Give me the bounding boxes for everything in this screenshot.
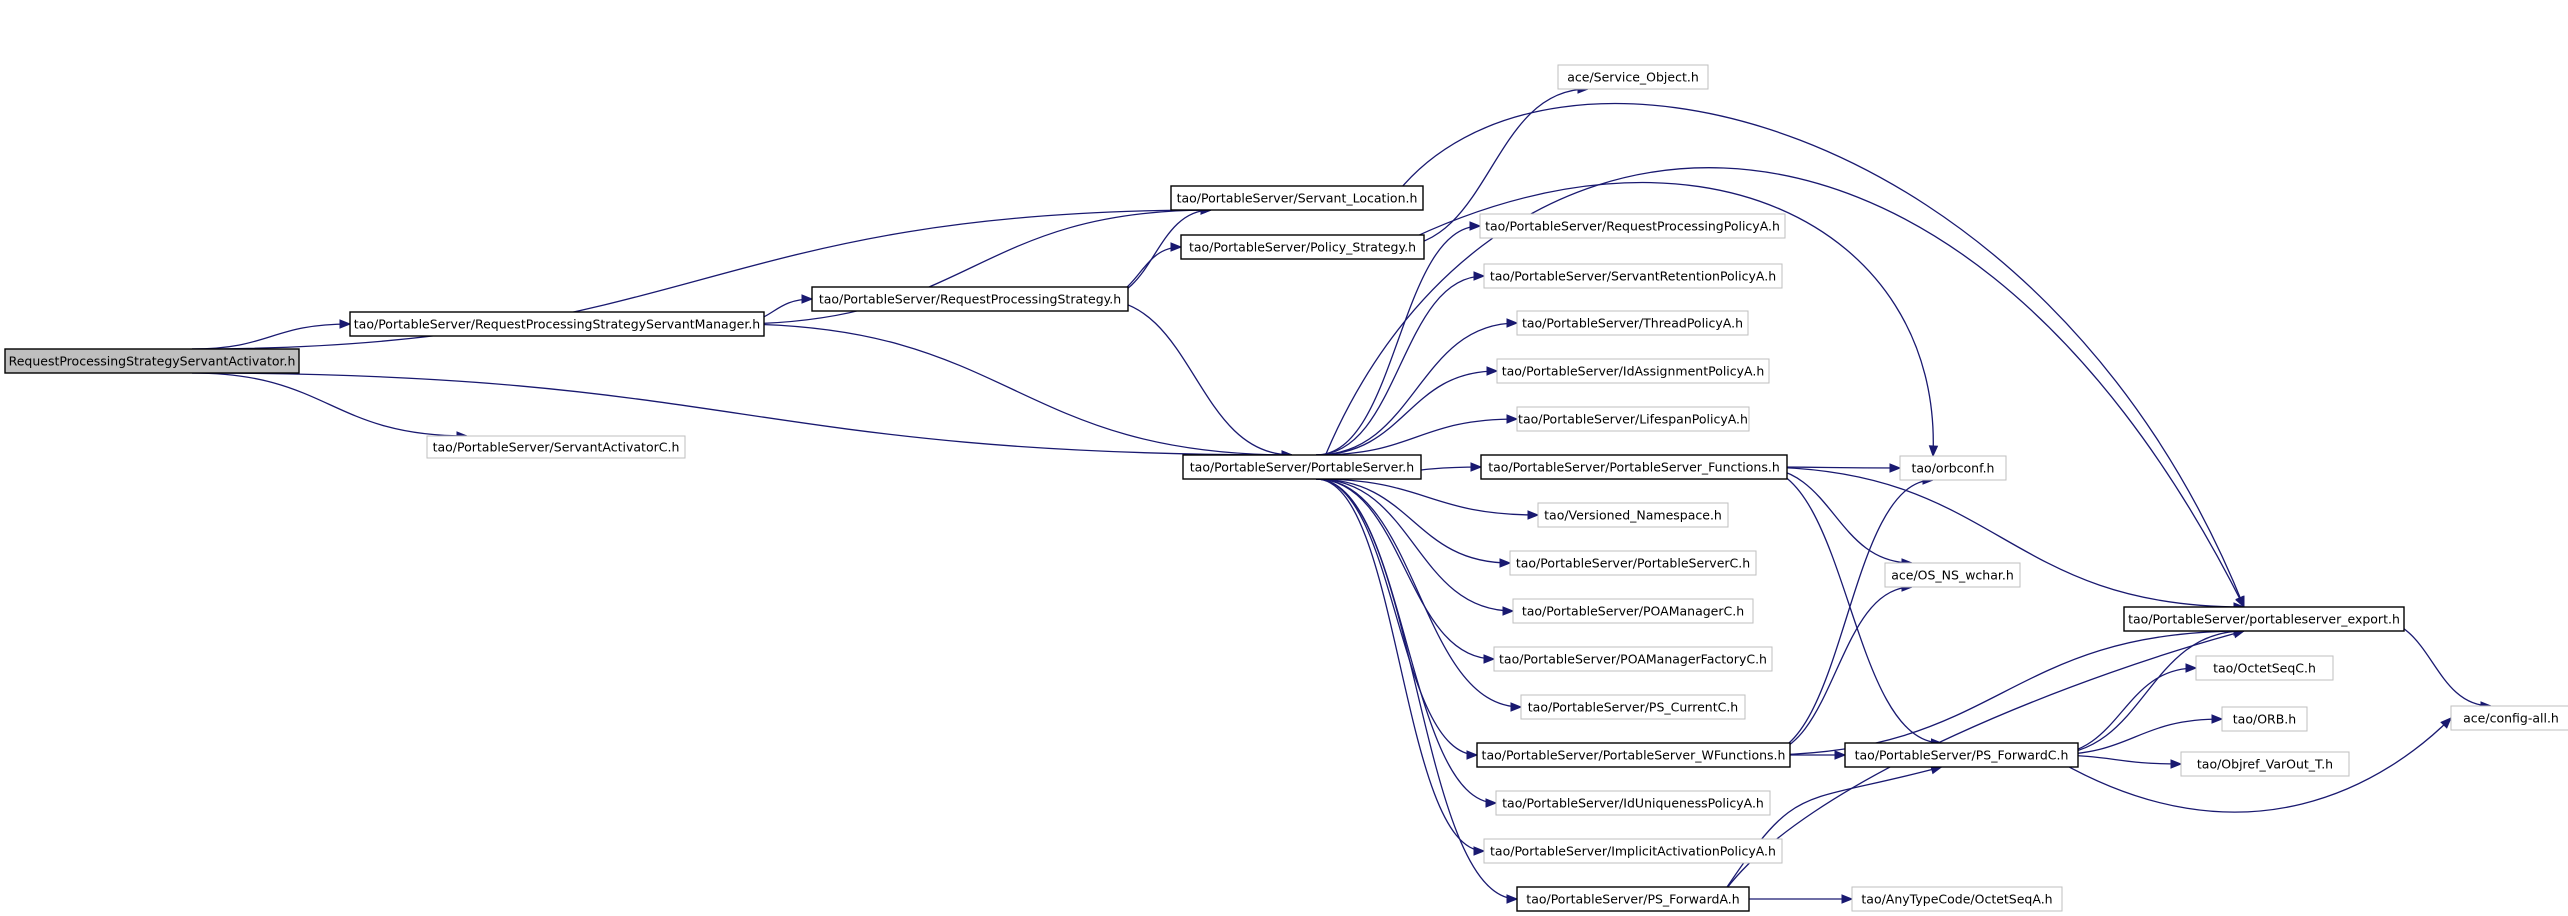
edge-pswf-to-orbconf	[1759, 475, 1935, 756]
node-label-orb: tao/ORB.h	[2233, 712, 2296, 727]
node-psm[interactable]: tao/PortableServer/RequestProcessingStra…	[349, 311, 765, 337]
edge-ps-to-iactp	[1315, 478, 1486, 856]
node-label-pse: tao/PortableServer/portableserver_export…	[2128, 612, 2400, 627]
node-pswf[interactable]: tao/PortableServer/PortableServer_WFunct…	[1476, 742, 1791, 768]
edge-ps-to-vns	[1315, 478, 1540, 520]
node-label-psc: tao/PortableServer/PortableServerC.h	[1516, 556, 1750, 571]
node-pmfc[interactable]: tao/PortableServer/POAManagerFactoryC.h	[1493, 646, 1773, 672]
edge-ps-to-pmfc	[1315, 478, 1496, 664]
node-pscur[interactable]: tao/PortableServer/PS_CurrentC.h	[1520, 694, 1746, 720]
node-psf[interactable]: tao/PortableServer/PortableServer_Functi…	[1480, 454, 1788, 480]
node-layer: RequestProcessingStrategyServantActivato…	[4, 64, 2568, 912]
node-label-pmc: tao/PortableServer/POAManagerC.h	[1522, 604, 1744, 619]
edge-psf-to-osnsw	[1756, 466, 1914, 568]
node-pse[interactable]: tao/PortableServer/portableserver_export…	[2123, 606, 2405, 632]
node-label-psfa: tao/PortableServer/PS_ForwardA.h	[1526, 892, 1739, 907]
node-label-pmfc: tao/PortableServer/POAManagerFactoryC.h	[1499, 652, 1767, 667]
node-ovt[interactable]: tao/Objref_VarOut_T.h	[2180, 751, 2350, 777]
node-lsp[interactable]: tao/PortableServer/LifespanPolicyA.h	[1516, 406, 1750, 432]
node-label-pswf: tao/PortableServer/PortableServer_WFunct…	[1482, 748, 1786, 763]
node-iactp[interactable]: tao/PortableServer/ImplicitActivationPol…	[1483, 838, 1783, 864]
node-label-tp: tao/PortableServer/ThreadPolicyA.h	[1522, 316, 1743, 331]
edge-ps-to-lsp	[1315, 414, 1519, 456]
edge-ps-to-pmc	[1315, 478, 1515, 616]
node-label-pol: tao/PortableServer/Policy_Strategy.h	[1189, 240, 1416, 255]
node-label-so: ace/Service_Object.h	[1567, 70, 1699, 85]
node-label-lsp: tao/PortableServer/LifespanPolicyA.h	[1518, 412, 1748, 427]
edge-ps-to-iap	[1315, 366, 1499, 456]
node-srp[interactable]: tao/PortableServer/ServantRetentionPolic…	[1483, 263, 1783, 289]
node-iup[interactable]: tao/PortableServer/IdUniquenessPolicyA.h	[1495, 790, 1771, 816]
edge-ps-to-srp	[1315, 271, 1486, 456]
node-rps[interactable]: tao/PortableServer/RequestProcessingStra…	[811, 286, 1129, 312]
edge-psf-to-pse	[1756, 466, 2246, 612]
node-orbconf[interactable]: tao/orbconf.h	[1899, 455, 2007, 481]
node-label-ovt: tao/Objref_VarOut_T.h	[2197, 757, 2333, 772]
edge-root-to-psm	[191, 319, 352, 350]
edge-psfc-to-cfg	[2047, 717, 2452, 813]
node-root[interactable]: RequestProcessingStrategyServantActivato…	[4, 348, 300, 374]
node-tp[interactable]: tao/PortableServer/ThreadPolicyA.h	[1516, 310, 1749, 336]
node-label-rpp: tao/PortableServer/RequestProcessingPoli…	[1485, 219, 1780, 234]
node-label-psfc: tao/PortableServer/PS_ForwardC.h	[1855, 748, 2069, 763]
node-label-srp: tao/PortableServer/ServantRetentionPolic…	[1490, 269, 1776, 284]
edge-psfa-to-psfc	[1718, 765, 1943, 900]
node-label-psm: tao/PortableServer/RequestProcessingStra…	[354, 317, 760, 332]
node-pol[interactable]: tao/PortableServer/Policy_Strategy.h	[1180, 234, 1425, 260]
node-label-pscur: tao/PortableServer/PS_CurrentC.h	[1528, 700, 1738, 715]
edge-psfc-to-osc	[2047, 663, 2198, 756]
node-ps[interactable]: tao/PortableServer/PortableServer.h	[1182, 454, 1422, 480]
node-label-vns: tao/Versioned_Namespace.h	[1544, 508, 1722, 523]
node-atcos[interactable]: tao/AnyTypeCode/OctetSeqA.h	[1851, 886, 2063, 912]
node-label-ps: tao/PortableServer/PortableServer.h	[1190, 460, 1414, 475]
edge-pse-to-cfg	[2373, 618, 2493, 711]
edge-ps-to-pscur	[1315, 478, 1523, 712]
edge-ps-to-tp	[1315, 318, 1519, 456]
edge-ps-to-psc	[1315, 478, 1512, 568]
node-label-osc: tao/OctetSeqC.h	[2213, 661, 2316, 676]
edge-psfc-to-pse	[2047, 626, 2246, 756]
node-so[interactable]: ace/Service_Object.h	[1557, 64, 1709, 90]
node-iap[interactable]: tao/PortableServer/IdAssignmentPolicyA.h	[1496, 358, 1770, 384]
node-label-sac: tao/PortableServer/ServantActivatorC.h	[433, 440, 680, 455]
node-label-orbconf: tao/orbconf.h	[1912, 461, 1995, 476]
node-label-iap: tao/PortableServer/IdAssignmentPolicyA.h	[1502, 364, 1765, 379]
edge-pol-to-orbconf	[1393, 181, 1939, 458]
node-pmc[interactable]: tao/PortableServer/POAManagerC.h	[1512, 598, 1754, 624]
node-label-rps: tao/PortableServer/RequestProcessingStra…	[819, 292, 1121, 307]
node-psfa[interactable]: tao/PortableServer/PS_ForwardA.h	[1516, 886, 1750, 912]
node-rpp[interactable]: tao/PortableServer/RequestProcessingPoli…	[1479, 213, 1786, 239]
edge-root-to-sac	[191, 372, 469, 441]
node-label-sl: tao/PortableServer/Servant_Location.h	[1177, 191, 1418, 206]
edge-pswf-to-osnsw	[1759, 582, 1914, 756]
node-cfg[interactable]: ace/config-all.h	[2450, 705, 2568, 731]
node-psc[interactable]: tao/PortableServer/PortableServerC.h	[1509, 550, 1757, 576]
edge-ps-to-rpp	[1315, 221, 1482, 456]
node-sl[interactable]: tao/PortableServer/Servant_Location.h	[1170, 185, 1424, 211]
node-osc[interactable]: tao/OctetSeqC.h	[2195, 655, 2334, 681]
node-orb[interactable]: tao/ORB.h	[2221, 706, 2308, 732]
node-label-atcos: tao/AnyTypeCode/OctetSeqA.h	[1861, 892, 2052, 907]
node-psfc[interactable]: tao/PortableServer/PS_ForwardC.h	[1844, 742, 2079, 768]
edge-sl-to-pse	[1392, 103, 2245, 609]
node-label-root: RequestProcessingStrategyServantActivato…	[9, 354, 296, 369]
node-label-iactp: tao/PortableServer/ImplicitActivationPol…	[1490, 844, 1776, 859]
edge-psm-to-ps	[733, 323, 1294, 460]
edge-ps-to-psfa	[1315, 478, 1519, 904]
node-sac[interactable]: tao/PortableServer/ServantActivatorC.h	[426, 435, 686, 459]
node-label-iup: tao/PortableServer/IdUniquenessPolicyA.h	[1502, 796, 1764, 811]
edge-pswf-to-pse	[1759, 626, 2246, 756]
node-osnsw[interactable]: ace/OS_NS_wchar.h	[1884, 562, 2021, 588]
node-label-osnsw: ace/OS_NS_wchar.h	[1891, 568, 2014, 583]
node-vns[interactable]: tao/Versioned_Namespace.h	[1537, 502, 1729, 528]
node-label-cfg: ace/config-all.h	[2463, 711, 2559, 726]
node-label-psf: tao/PortableServer/PortableServer_Functi…	[1488, 460, 1780, 475]
